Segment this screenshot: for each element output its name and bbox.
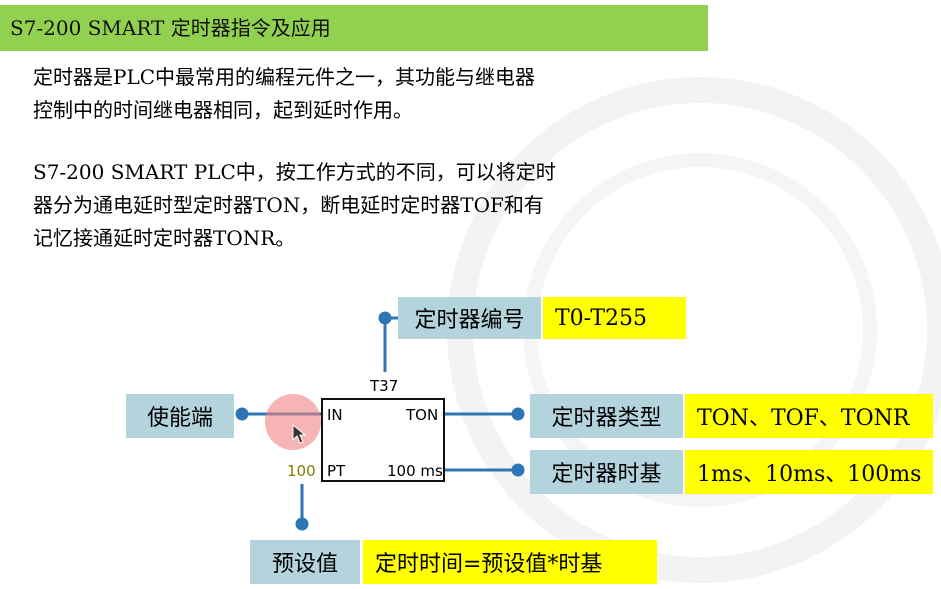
classification-paragraph: S7-200 SMART PLC中，按工作方式的不同，可以将定时 器分为通电延时… [33, 160, 556, 250]
timer-type-value: TON、TOF、TONR [685, 394, 933, 438]
timer-type-annotation-label: 定时器类型 [530, 394, 683, 438]
pt-pin-label: PT [327, 462, 346, 480]
timer-function-box [321, 398, 445, 482]
page-title: S7-200 SMART 定时器指令及应用 [0, 5, 708, 51]
timer-number-value: T0-T255 [543, 297, 686, 339]
intro-paragraph: 定时器是PLC中最常用的编程元件之一，其功能与继电器 控制中的时间继电器相同，起… [33, 65, 536, 122]
time-base-value: 1ms、10ms、100ms [685, 450, 933, 494]
timer-number-label: 定时器编号 [398, 297, 541, 339]
preset-value-text: 100 [287, 462, 316, 480]
timer-name: T37 [370, 377, 399, 395]
enable-label: 使能端 [126, 394, 234, 438]
mouse-pointer-icon [292, 424, 306, 444]
timer-type-label: TON [406, 406, 439, 424]
in-pin-label: IN [327, 406, 343, 424]
preset-label: 预设值 [250, 540, 360, 584]
preset-value: 定时时间=预设值*时基 [363, 540, 657, 584]
time-base-label: 100 ms [387, 462, 443, 480]
time-base-annotation-label: 定时器时基 [530, 450, 683, 494]
